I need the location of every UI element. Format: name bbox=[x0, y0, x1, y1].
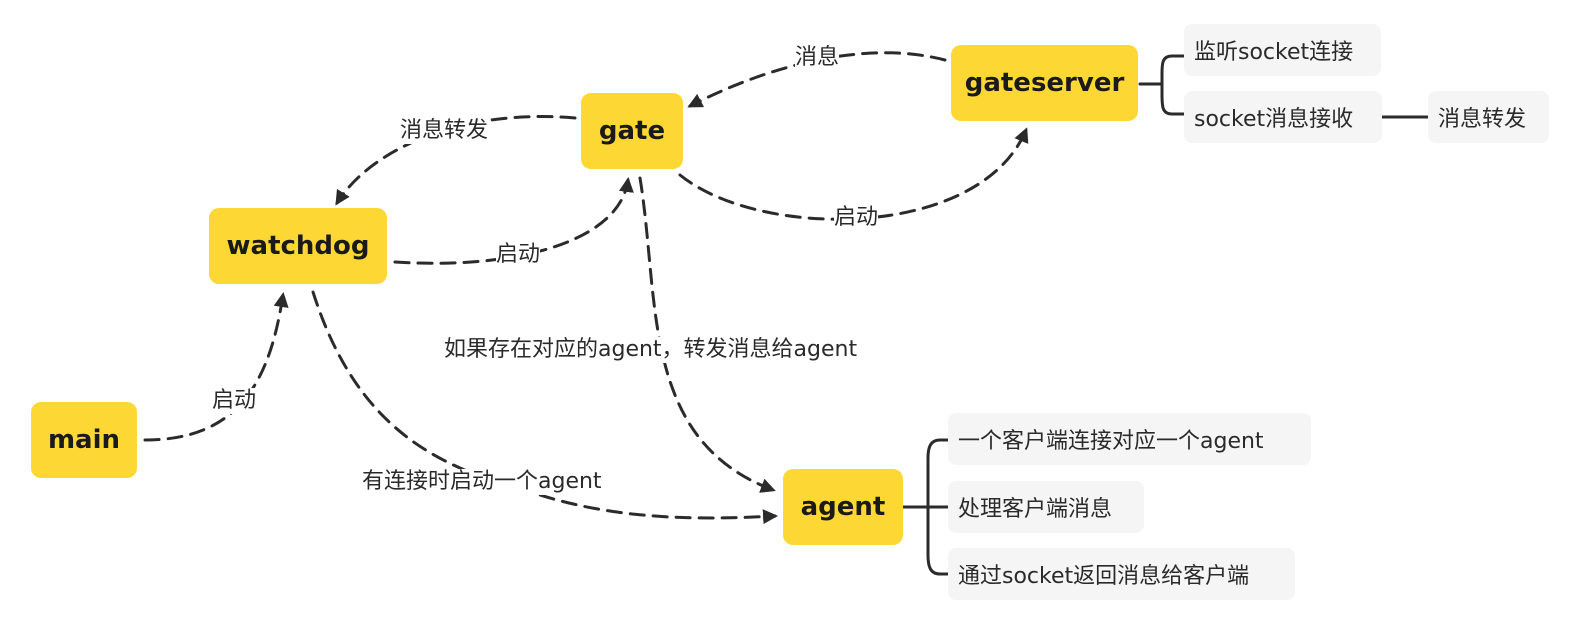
label-gate-to-agent: 如果存在对应的agent，转发消息给agent bbox=[444, 337, 858, 363]
leaf-socket-receive[interactable]: socket消息接收 bbox=[1184, 91, 1382, 143]
connector-gateserver-branches bbox=[1138, 54, 1186, 116]
node-agent[interactable]: agent bbox=[783, 469, 903, 545]
node-gateserver[interactable]: gateserver bbox=[951, 45, 1138, 121]
leaf-message-forward[interactable]: 消息转发 bbox=[1428, 91, 1549, 143]
connector-agent-branches bbox=[901, 438, 952, 576]
edge-gateserver-to-gate bbox=[687, 51, 947, 108]
label-watchdog-to-agent: 有连接时启动一个agent bbox=[362, 469, 602, 495]
leaf-reply-via-socket[interactable]: 通过socket返回消息给客户端 bbox=[948, 548, 1295, 600]
node-gate[interactable]: gate bbox=[581, 93, 683, 169]
label-main-to-watchdog: 启动 bbox=[212, 388, 257, 414]
label-watchdog-to-gate: 启动 bbox=[496, 242, 541, 268]
edge-gate-to-agent bbox=[638, 176, 776, 493]
label-gateserver-to-gate: 消息 bbox=[795, 45, 840, 71]
label-gate-to-watchdog: 消息转发 bbox=[400, 118, 489, 144]
label-gate-to-gateserver: 启动 bbox=[834, 205, 879, 231]
edge-watchdog-to-gate bbox=[393, 177, 634, 265]
leaf-handle-client-message[interactable]: 处理客户端消息 bbox=[948, 481, 1144, 533]
edge-main-to-watchdog bbox=[143, 292, 289, 442]
node-main[interactable]: main bbox=[31, 402, 137, 478]
leaf-listen-socket[interactable]: 监听socket连接 bbox=[1184, 24, 1381, 76]
leaf-one-agent-per-client[interactable]: 一个客户端连接对应一个agent bbox=[948, 413, 1311, 465]
node-watchdog[interactable]: watchdog bbox=[209, 208, 387, 284]
